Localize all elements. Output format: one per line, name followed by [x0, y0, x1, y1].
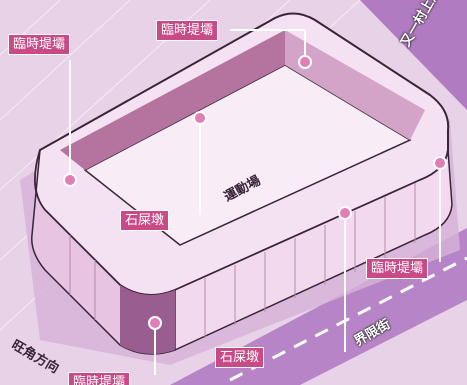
marker-3 — [193, 111, 207, 125]
label-seawall-top-left: 臨時堤壩 — [8, 34, 71, 55]
outer-wall-front-right — [174, 149, 453, 352]
label-seawall-top-center: 臨時堤壩 — [156, 20, 219, 41]
marker-5 — [433, 156, 447, 170]
label-stone-pier-center: 石屎墩 — [120, 210, 170, 231]
wall-segments — [69, 183, 416, 338]
inner-wall-back-left — [60, 30, 285, 170]
label-seawall-bottom-left: 臨時堤壩 — [68, 372, 131, 385]
leader-lines — [69, 29, 441, 375]
marker-6 — [148, 316, 162, 330]
label-seawall-right: 臨時堤壩 — [366, 258, 429, 279]
road-top — [360, 0, 467, 110]
label-stone-pier-bottom: 石屎墩 — [215, 347, 265, 368]
inner-wall-back-right — [285, 30, 425, 140]
markers — [63, 55, 447, 330]
marker-2 — [298, 55, 312, 69]
outer-wall-corner — [120, 285, 175, 354]
marker-4 — [338, 206, 352, 220]
marker-1 — [63, 173, 77, 187]
